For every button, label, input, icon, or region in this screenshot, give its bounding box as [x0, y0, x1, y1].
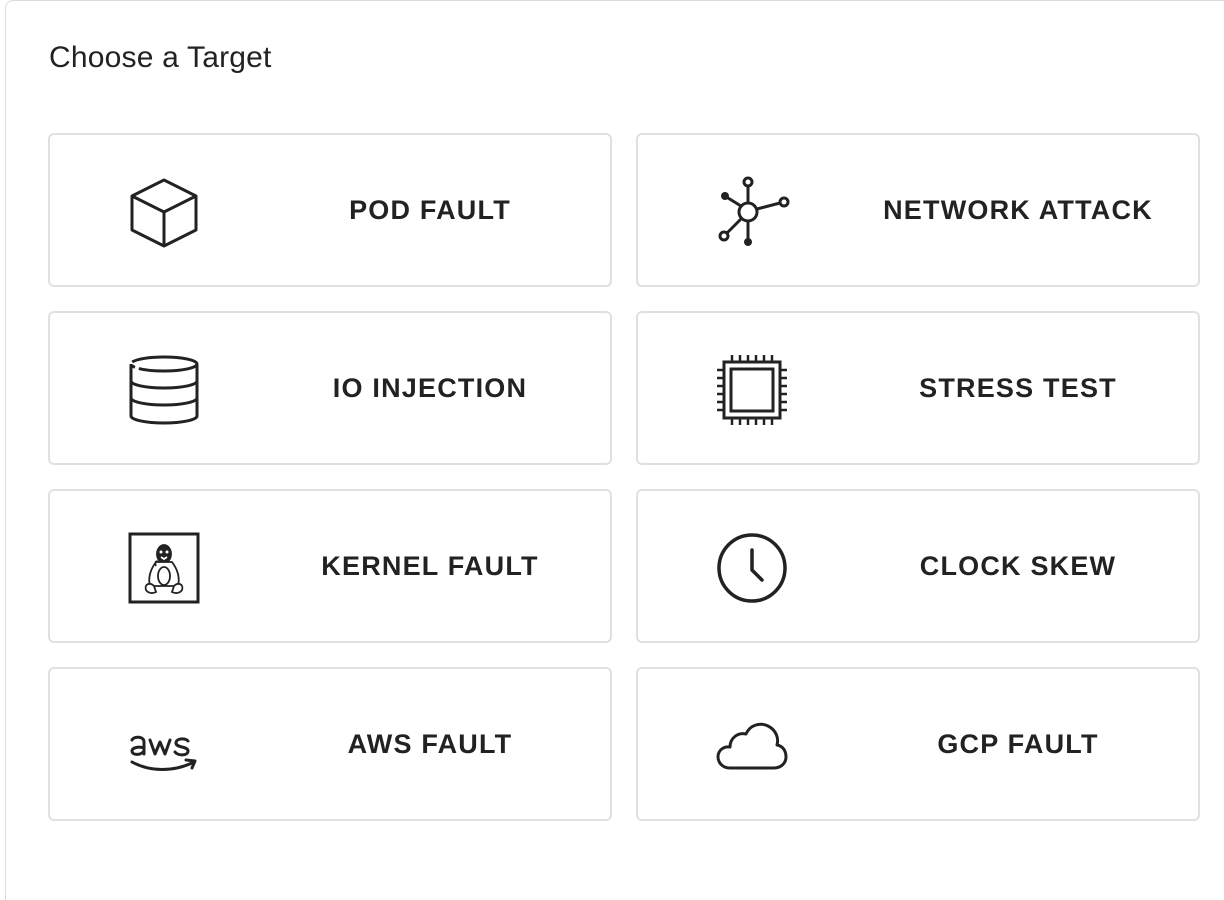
- cpu-chip-icon: [716, 354, 788, 426]
- database-icon: [128, 354, 200, 426]
- cube-icon: [128, 176, 200, 248]
- target-card-gcp-fault[interactable]: GCP FAULT: [636, 667, 1200, 821]
- cloud-icon: [716, 710, 788, 782]
- target-card-label: NETWORK ATTACK: [883, 194, 1153, 225]
- clock-icon: [716, 532, 788, 604]
- target-card-clock-skew[interactable]: CLOCK SKEW: [636, 489, 1200, 643]
- target-card-io-injection[interactable]: IO INJECTION: [48, 311, 612, 465]
- target-card-label: GCP FAULT: [937, 728, 1099, 759]
- target-card-network-attack[interactable]: NETWORK ATTACK: [636, 133, 1200, 287]
- target-card-label: AWS FAULT: [347, 728, 513, 759]
- target-card-stress-test[interactable]: STRESS TEST: [636, 311, 1200, 465]
- target-card-pod-fault[interactable]: POD FAULT: [48, 133, 612, 287]
- target-grid: POD FAULT NETWORK ATTACK: [48, 133, 1200, 821]
- target-card-label: IO INJECTION: [332, 372, 528, 403]
- target-card-kernel-fault[interactable]: KERNEL FAULT: [48, 489, 612, 643]
- aws-logo-icon: [128, 710, 200, 782]
- linux-tux-icon: [128, 532, 200, 604]
- target-card-aws-fault[interactable]: AWS FAULT: [48, 667, 612, 821]
- target-card-label: KERNEL FAULT: [321, 550, 539, 581]
- page-title: Choose a Target: [49, 41, 272, 74]
- target-panel: Choose a Target POD FAULT: [5, 0, 1224, 900]
- target-card-label: CLOCK SKEW: [919, 550, 1117, 581]
- target-card-label: POD FAULT: [349, 194, 511, 225]
- target-card-label: STRESS TEST: [919, 372, 1117, 403]
- network-hub-icon: [716, 176, 790, 248]
